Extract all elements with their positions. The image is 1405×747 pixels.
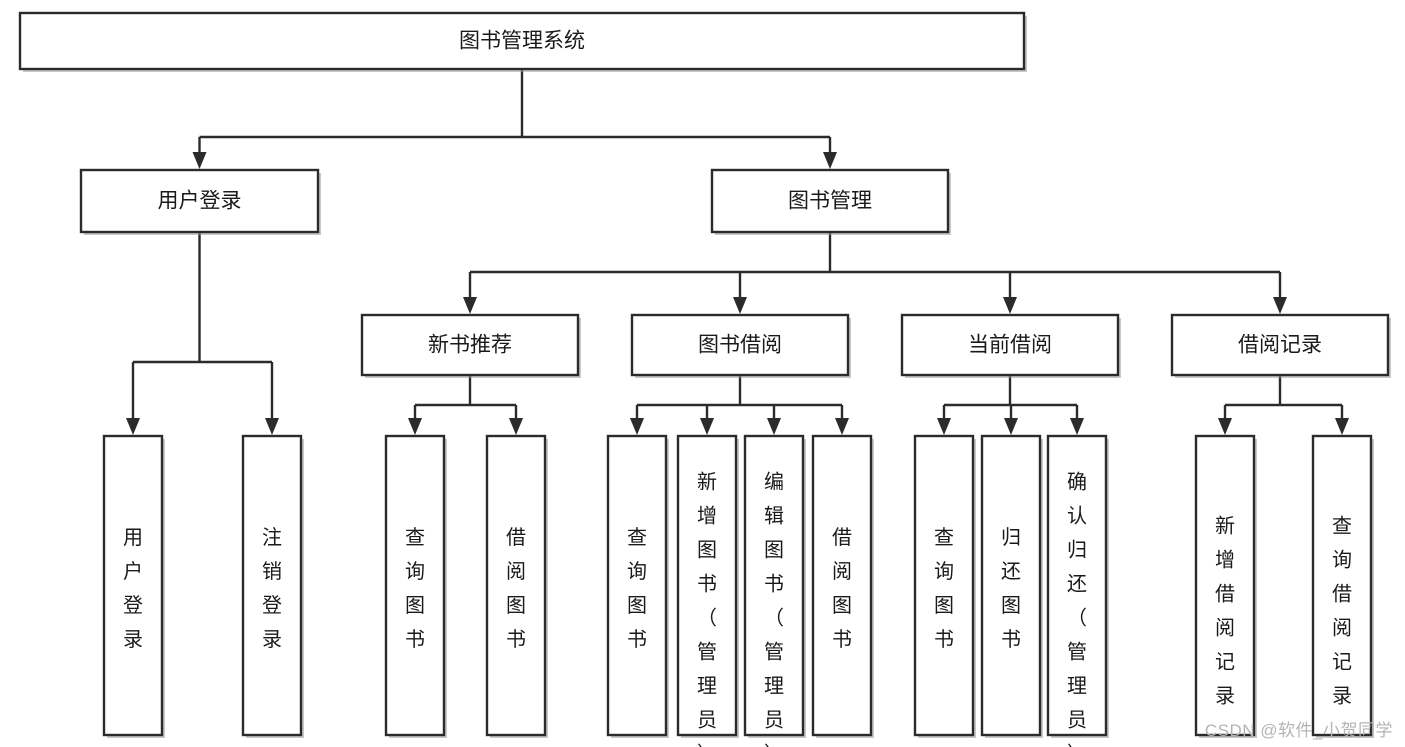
arrow-head-icon [1335,418,1349,435]
node-leaf-borrow-book-recommend[interactable]: 借阅图书 [485,434,548,738]
arrow-head-icon [937,418,951,435]
node-label: 查询图书 [934,526,954,651]
nodes-layer: 图书管理系统用户登录图书管理新书推荐图书借阅当前借阅借阅记录用户登录注销登录查询… [18,11,1391,747]
node-label: 图书管理 [788,190,872,213]
node-rect[interactable] [743,434,805,737]
node-label: 图书管理系统 [459,30,585,53]
node-leaf-return-book[interactable]: 归还图书 [980,434,1043,738]
arrow-head-icon [509,418,523,435]
node-leaf-edit-book-admin[interactable]: 编辑图书（管理员） [743,434,806,747]
node-rect[interactable] [980,434,1042,737]
node-label: 确认归还（管理员） [1067,471,1087,747]
node-rect[interactable] [241,434,303,737]
arrow-head-icon [463,297,477,314]
arrow-head-icon [835,418,849,435]
node-leaf-query-book-recommend[interactable]: 查询图书 [384,434,447,738]
node-new-book-recommend[interactable]: 新书推荐 [360,313,581,378]
node-label: 查询借阅记录 [1332,515,1352,708]
arrow-head-icon [265,418,279,435]
node-label: 新增借阅记录 [1215,515,1235,708]
node-rect[interactable] [606,434,668,737]
node-rect[interactable] [360,313,580,377]
node-leaf-query-book-current[interactable]: 查询图书 [913,434,976,738]
arrow-head-icon [630,418,644,435]
node-user-login[interactable]: 用户登录 [79,168,321,235]
arrow-head-icon [408,418,422,435]
node-label: 借阅图书 [832,526,852,651]
node-label: 查询图书 [405,526,425,651]
node-rect[interactable] [1311,434,1373,737]
node-borrow-record[interactable]: 借阅记录 [1170,313,1391,378]
node-label: 新增图书（管理员） [697,471,717,747]
node-rect[interactable] [79,168,320,234]
node-rect[interactable] [913,434,975,737]
node-rect[interactable] [1170,313,1390,377]
edges-layer [126,69,1349,435]
node-label: 新书推荐 [428,334,512,357]
arrow-head-icon [192,152,207,169]
node-leaf-logout[interactable]: 注销登录 [241,434,304,738]
arrow-head-icon [1004,418,1018,435]
node-label: 编辑图书（管理员） [764,471,784,747]
node-label: 图书借阅 [698,334,782,357]
node-book-manage[interactable]: 图书管理 [710,168,951,235]
node-rect[interactable] [676,434,738,737]
arrow-head-icon [733,297,747,314]
node-rect[interactable] [1194,434,1256,737]
node-leaf-query-book-borrow[interactable]: 查询图书 [606,434,669,738]
node-leaf-confirm-return-admin[interactable]: 确认归还（管理员） [1046,434,1109,747]
node-label: 查询图书 [627,526,647,651]
node-leaf-query-borrow-record[interactable]: 查询借阅记录 [1311,434,1374,738]
node-rect[interactable] [1046,434,1108,737]
node-label: 借阅图书 [506,526,526,651]
node-leaf-borrow-book[interactable]: 借阅图书 [811,434,874,738]
arrow-head-icon [1003,297,1017,314]
node-rect[interactable] [900,313,1120,377]
node-label: 注销登录 [262,526,282,651]
arrow-head-icon [823,152,837,169]
node-current-borrow[interactable]: 当前借阅 [900,313,1121,378]
node-label: 归还图书 [1001,526,1021,651]
node-leaf-user-login[interactable]: 用户登录 [102,434,165,738]
node-leaf-add-book-admin[interactable]: 新增图书（管理员） [676,434,739,747]
node-book-borrow[interactable]: 图书借阅 [630,313,851,378]
arrow-head-icon [1070,418,1084,435]
arrow-head-icon [1273,297,1287,314]
node-rect[interactable] [18,11,1026,71]
node-rect[interactable] [811,434,873,737]
arrow-head-icon [126,418,140,435]
node-rect[interactable] [710,168,950,234]
node-rect[interactable] [102,434,164,737]
node-label: 借阅记录 [1238,334,1322,357]
arrow-head-icon [767,418,781,435]
arrow-head-icon [700,418,714,435]
node-label: 用户登录 [123,527,143,651]
node-root[interactable]: 图书管理系统 [18,11,1027,72]
node-rect[interactable] [630,313,850,377]
arrow-head-icon [1218,418,1232,435]
node-label: 当前借阅 [968,334,1052,357]
node-leaf-add-borrow-record[interactable]: 新增借阅记录 [1194,434,1257,738]
node-rect[interactable] [384,434,446,737]
node-label: 用户登录 [158,190,242,213]
node-rect[interactable] [485,434,547,737]
